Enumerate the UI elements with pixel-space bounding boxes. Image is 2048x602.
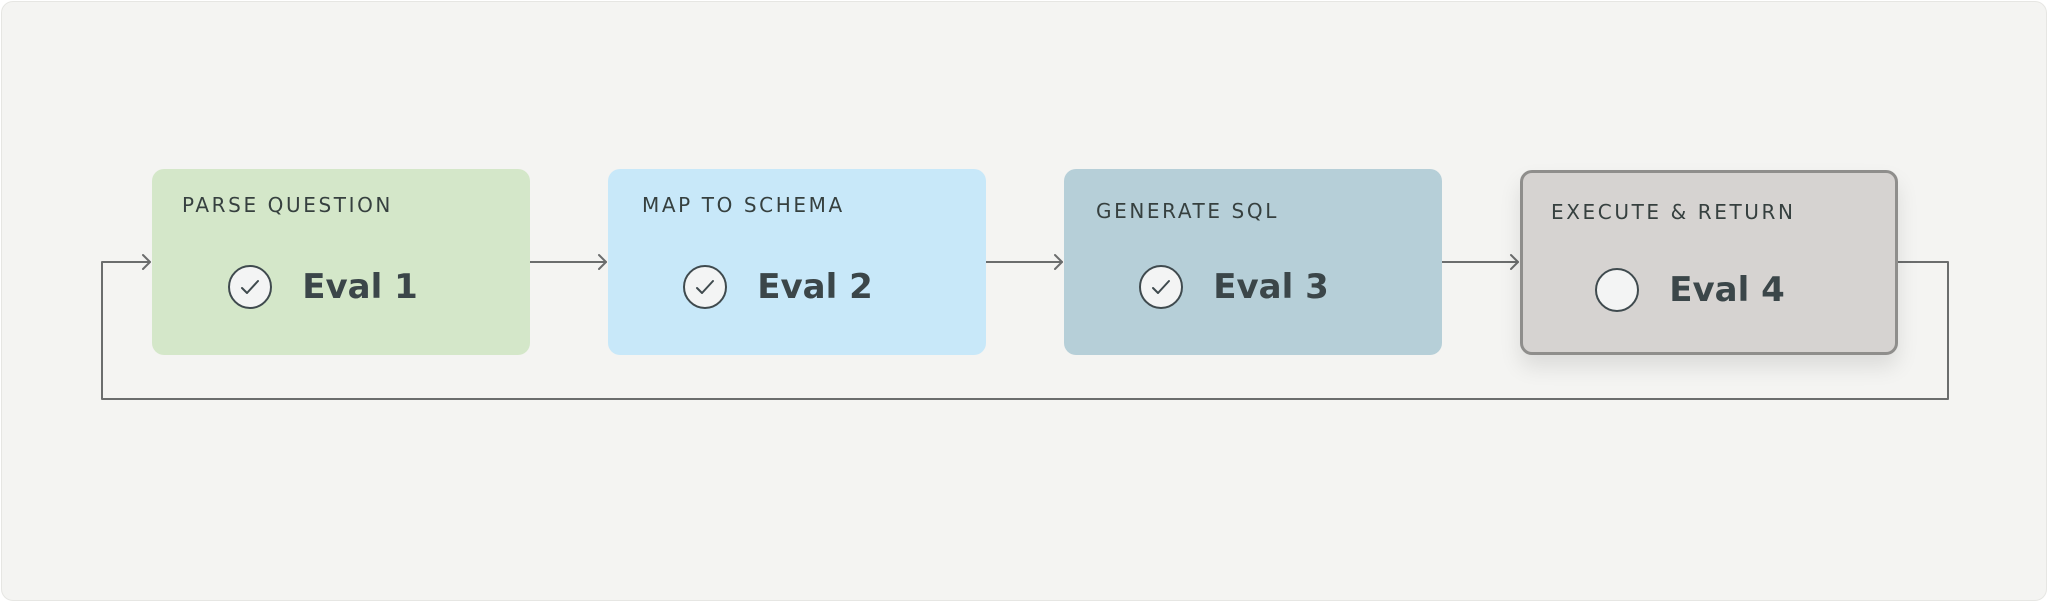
step-parse-question[interactable]: PARSE QUESTION Eval 1 — [152, 169, 530, 355]
step-generate-sql[interactable]: GENERATE SQL Eval 3 — [1064, 169, 1442, 355]
empty-circle-icon — [1595, 268, 1640, 312]
step-title: GENERATE SQL — [1096, 199, 1279, 223]
check-circle-icon — [1139, 265, 1184, 309]
loop-back-connector — [101, 261, 1949, 400]
arrowhead-step4 — [1510, 254, 1519, 270]
eval-label: Eval 3 — [1213, 267, 1329, 307]
step-title: PARSE QUESTION — [182, 193, 393, 217]
eval-label: Eval 4 — [1669, 270, 1785, 310]
step-title: EXECUTE & RETURN — [1551, 200, 1796, 224]
step-map-to-schema[interactable]: MAP TO SCHEMA Eval 2 — [608, 169, 986, 355]
eval-label: Eval 2 — [757, 267, 873, 307]
check-circle-icon — [228, 265, 273, 309]
check-circle-icon — [683, 265, 728, 309]
eval-label: Eval 1 — [302, 267, 418, 307]
step-title: MAP TO SCHEMA — [642, 193, 845, 217]
arrowhead-step3 — [1054, 254, 1063, 270]
arrowhead-step2 — [598, 254, 607, 270]
arrowhead-step1 — [142, 254, 151, 270]
step-execute-and-return[interactable]: EXECUTE & RETURN Eval 4 — [1520, 170, 1898, 355]
